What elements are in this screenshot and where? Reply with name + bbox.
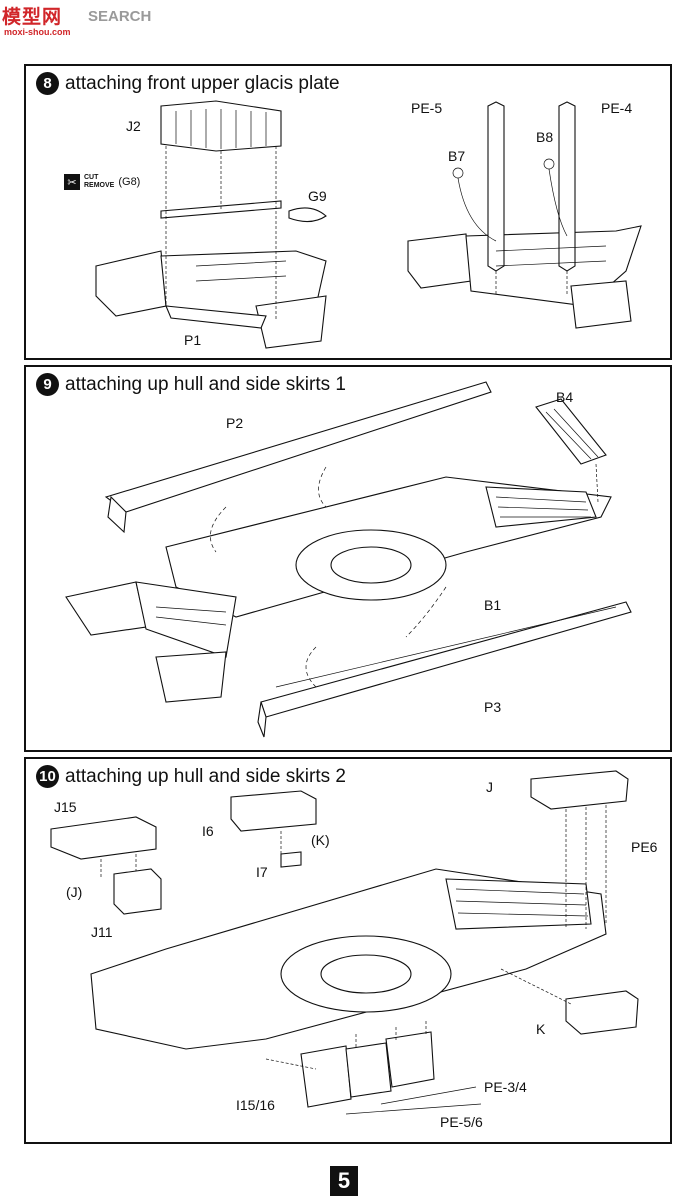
- part-label-k: K: [536, 1021, 546, 1037]
- part-label-j11: J11: [91, 924, 113, 940]
- part-label-g9: G9: [308, 188, 327, 204]
- cut-label: CUT: [84, 174, 99, 181]
- cut-remove-part: (G8): [118, 176, 141, 188]
- step-10-panel: 10 attaching up hull and side skirts 2: [24, 757, 672, 1144]
- step-9-assembly-drawing: [65, 381, 632, 738]
- part-label-pe-3-4: PE-3/4: [484, 1079, 527, 1095]
- part-label-k-ref: (K): [311, 832, 330, 848]
- part-label-j-ref: (J): [66, 884, 83, 900]
- step-10-assembly-drawing: [50, 770, 639, 1115]
- part-label-p2: P2: [226, 415, 244, 431]
- step-9-panel: 9 attaching up hull and side skirts 1: [24, 365, 672, 752]
- step-8-number: 8: [36, 72, 59, 95]
- step-8-title: attaching front upper glacis plate: [65, 72, 340, 94]
- step-10-number: 10: [36, 765, 59, 788]
- part-label-pe-4: PE-4: [601, 100, 633, 116]
- part-label-i6: I6: [202, 823, 214, 839]
- part-label-p1: P1: [184, 332, 202, 348]
- part-label-j15: J15: [54, 799, 77, 815]
- step-9-title: attaching up hull and side skirts 1: [65, 373, 346, 395]
- watermark-logo: 模型网: [2, 6, 63, 28]
- step-8-heading: 8 attaching front upper glacis plate: [36, 72, 340, 95]
- part-label-pe-5-6: PE-5/6: [440, 1114, 483, 1130]
- step-8-assembly-drawing: [95, 100, 642, 349]
- part-label-b4: B4: [556, 389, 574, 405]
- part-label-j: J: [486, 779, 493, 795]
- watermark-url: moxi-shou.com: [4, 27, 71, 37]
- cut-remove-icon: ✂: [64, 174, 80, 190]
- part-label-j2: J2: [126, 118, 141, 134]
- page-number: 5: [330, 1166, 358, 1196]
- step-10-heading: 10 attaching up hull and side skirts 2: [36, 765, 346, 788]
- part-label-p3: P3: [484, 699, 502, 715]
- part-label-pe-5: PE-5: [411, 100, 443, 116]
- part-label-pe6: PE6: [631, 839, 658, 855]
- remove-label: REMOVE: [84, 182, 115, 189]
- part-label-i15-16: I15/16: [236, 1097, 275, 1113]
- watermark-brand: SEARCH: [88, 8, 152, 25]
- part-label-b8: B8: [536, 129, 554, 145]
- part-label-b7: B7: [448, 148, 466, 164]
- step-10-title: attaching up hull and side skirts 2: [65, 765, 346, 787]
- cut-remove-note: ✂ CUT REMOVE (G8): [64, 174, 140, 190]
- step-9-number: 9: [36, 373, 59, 396]
- part-label-b1: B1: [484, 597, 502, 613]
- watermark: 模型网 SEARCH moxi-shou.com: [2, 2, 162, 38]
- step-8-panel: 8 attaching front upper glacis plate: [24, 64, 672, 360]
- step-9-heading: 9 attaching up hull and side skirts 1: [36, 373, 346, 396]
- part-label-i7: I7: [256, 864, 268, 880]
